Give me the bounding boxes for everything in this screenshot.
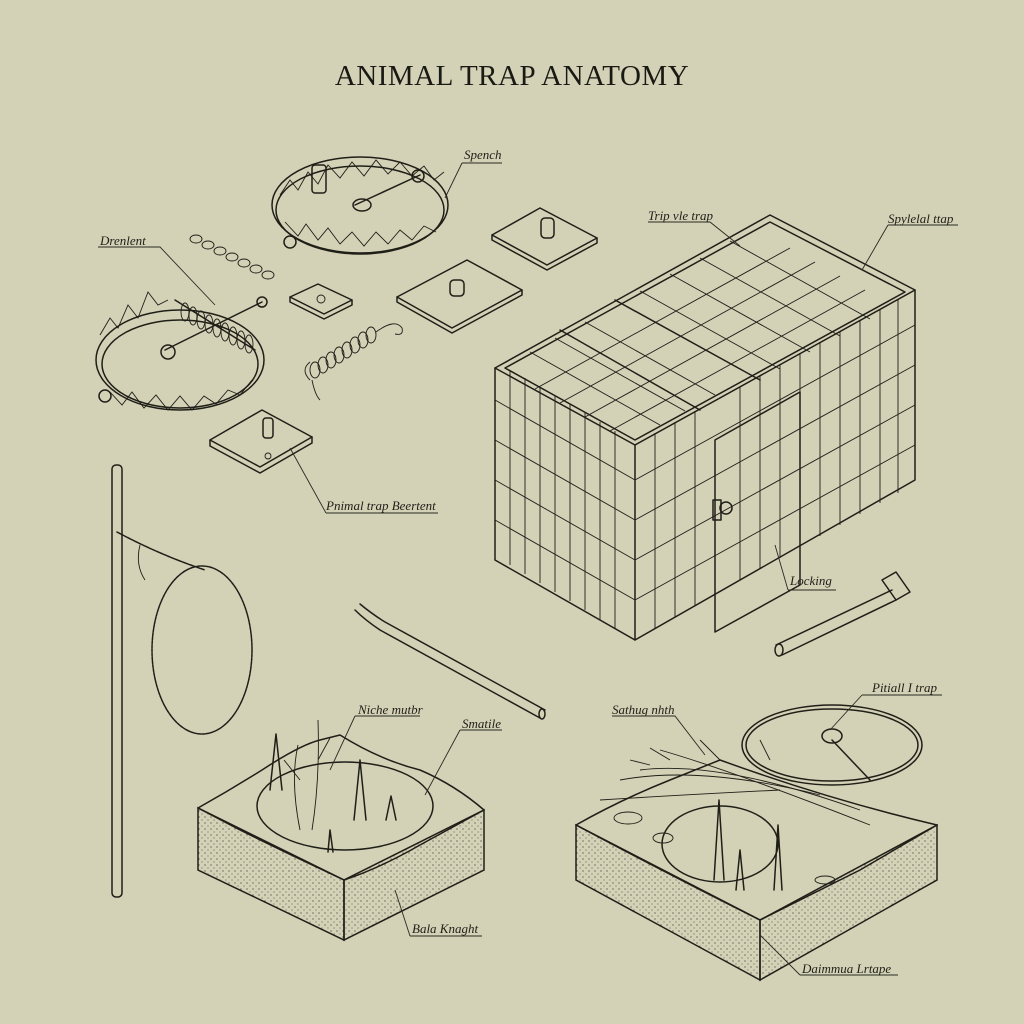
snare-pole [111, 464, 123, 898]
label-daimmua-lrtape: Daimmua Lrtape [802, 961, 892, 976]
jaw-trap-left [95, 291, 268, 411]
chain [189, 234, 275, 280]
label-niche-mutbr: Niche mutbr [358, 702, 423, 717]
trigger-rod [354, 603, 546, 720]
pan-plate-large [491, 207, 598, 271]
pan-plate-small [289, 283, 353, 320]
label-pitiall-trap: Pitiall I trap [872, 680, 937, 695]
jaw-trap-top [271, 156, 449, 255]
spring [304, 323, 403, 401]
cage-trap [494, 214, 916, 641]
label-spench: Spench [464, 147, 502, 162]
label-sathug-nhth: Sathug nhth [612, 702, 675, 717]
label-locking: Locking [790, 573, 832, 588]
diagram-title: ANIMAL TRAP ANATOMY [334, 60, 690, 92]
label-pnimal-trap-beertent: Pnimal trap Beertent [326, 498, 436, 513]
spike-pit-trap-left [197, 719, 485, 942]
snare-loop [116, 531, 253, 735]
label-bala-knaght: Bala Knaght [412, 921, 479, 936]
leader-lines [98, 162, 958, 976]
hammer-pin [774, 571, 911, 657]
pan-plate-medium [396, 259, 523, 334]
label-drenlent: Drenlent [100, 233, 146, 248]
pitfall-trap-right [575, 704, 938, 982]
label-trip-vle-trap: Trip vle trap [648, 208, 714, 223]
label-spylelal-ttap: Spylelal ttap [888, 211, 954, 226]
base-plate [209, 409, 313, 474]
label-smatile: Smatile [462, 716, 501, 731]
